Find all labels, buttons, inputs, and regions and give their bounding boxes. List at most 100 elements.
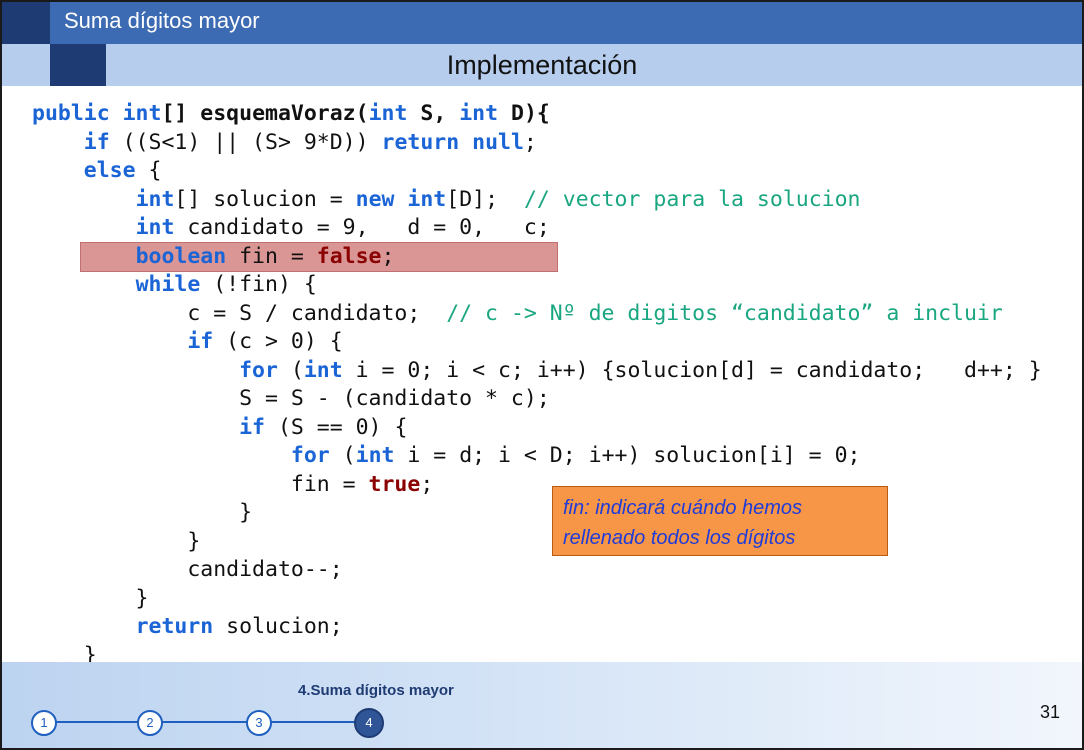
code-line: return solucion; [32,613,1042,642]
code-line: if (S == 0) { [32,414,1042,443]
code-token [32,158,84,183]
callout-line-1: fin: indicará cuándo hemos [563,497,803,519]
slide-subtitle: Implementación [0,50,1084,81]
code-token: int [355,443,395,468]
code-token: for [239,357,278,383]
code-token [32,187,136,212]
code-line: boolean fin = false; [32,243,1042,272]
code-token: int [368,101,408,126]
code-line: S = S - (candidato * c); [32,385,1042,414]
code-line: for (int i = d; i < D; i++) solucion[i] … [32,442,1042,471]
code-line: } [32,585,1042,614]
code-token [459,130,472,155]
subheader-bar [2,44,1082,86]
code-token: (c > 0) { [213,329,343,354]
progress-step-2[interactable]: 2 [137,710,163,736]
code-token: esquemaVoraz [200,101,356,126]
code-line: int candidato = 9, d = 0, c; [32,214,1042,243]
code-token: } [32,528,201,554]
code-token: (!fin) { [200,272,317,297]
code-token: if [239,414,265,440]
code-token: for [290,443,330,468]
code-token: } [32,585,149,611]
progress-step-4[interactable]: 4 [354,708,384,738]
code-line: } [32,528,1042,557]
progress-line [44,721,370,723]
code-token: int [135,215,175,240]
code-token: ((S<1) || (S> 9*D)) [109,129,382,155]
code-token: int [303,357,343,383]
code-token: fin = [32,471,369,497]
code-token: fin = [226,243,317,269]
progress-step-3[interactable]: 3 [246,710,272,736]
code-token [32,358,239,383]
code-line: if (c > 0) { [32,328,1042,357]
code-line: while (!fin) { [32,271,1042,300]
code-token [394,187,407,212]
code-token: solucion; [213,614,343,639]
code-token: // c -> Nº de digitos “candidato” a incl… [446,300,1003,326]
code-token: ( [277,357,304,383]
code-token: candidato--; [32,557,343,582]
code-token: } [32,500,253,525]
slide-section-title: Suma dígitos mayor [64,8,260,33]
code-token [32,443,291,468]
code-token: [] [161,101,201,126]
page-number: 31 [1040,702,1061,722]
code-token: [D]; [446,186,524,212]
code-line: for (int i = 0; i < c; i++) {solucion[d]… [32,357,1042,386]
code-token: int [135,186,175,212]
code-token [32,244,136,269]
code-token: while [135,272,201,297]
code-line: if ((S<1) || (S> 9*D)) return null; [32,129,1042,158]
code-token: candidato = 9, d = 0, c; [174,215,550,240]
code-token: public [32,101,123,126]
progress-step-1[interactable]: 1 [31,710,57,736]
code-token: int [459,101,499,126]
code-token: [] solucion = [174,186,356,212]
code-line-highlight [80,242,558,272]
callout-line-2: rellenado todos los dígitos [563,527,796,549]
slide-subtitle-text: Implementación [446,50,638,80]
code-line: candidato--; [32,556,1042,585]
code-line: public int[] esquemaVoraz(int S, int D){ [32,100,1042,129]
code-token: ; [523,129,537,155]
header-bar [2,2,1082,44]
code-token: null [472,129,524,155]
code-token: new [355,186,395,212]
code-token: (S == 0) { [265,414,408,440]
code-token: true [368,471,421,497]
code-token [32,130,84,155]
code-token: int [407,186,447,212]
code-token: ; [381,243,395,269]
code-token [32,272,136,297]
code-token: boolean [135,243,227,269]
code-token: return [381,129,460,155]
code-token: D){ [498,101,550,126]
code-line: } [32,642,1042,671]
code-token: ( [355,101,369,126]
code-token [32,329,187,354]
code-token: { [135,158,162,183]
footer-bar [2,662,1082,748]
code-token: S = S - (candidato * c); [32,386,550,411]
code-line: c = S / candidato; // c -> Nº de digitos… [32,300,1042,329]
code-token: if [187,329,214,354]
code-token: if [83,129,110,155]
code-line: else { [32,157,1042,186]
code-token: else [83,158,136,183]
code-token: ; [420,471,434,497]
code-token: false [316,243,382,269]
code-line: } [32,499,1042,528]
footer-section-label: 4.Suma dígitos mayor [298,682,454,699]
subheader-accent-block [50,44,106,86]
code-token: c = S / candidato; [32,300,447,326]
code-token [32,614,136,639]
code-token: int [122,101,162,126]
code-token [32,415,239,440]
code-token: S, [407,101,460,126]
code-line: fin = true; [32,471,1042,500]
code-token: } [32,642,97,668]
code-block: public int[] esquemaVoraz(int S, int D){… [32,100,1042,699]
